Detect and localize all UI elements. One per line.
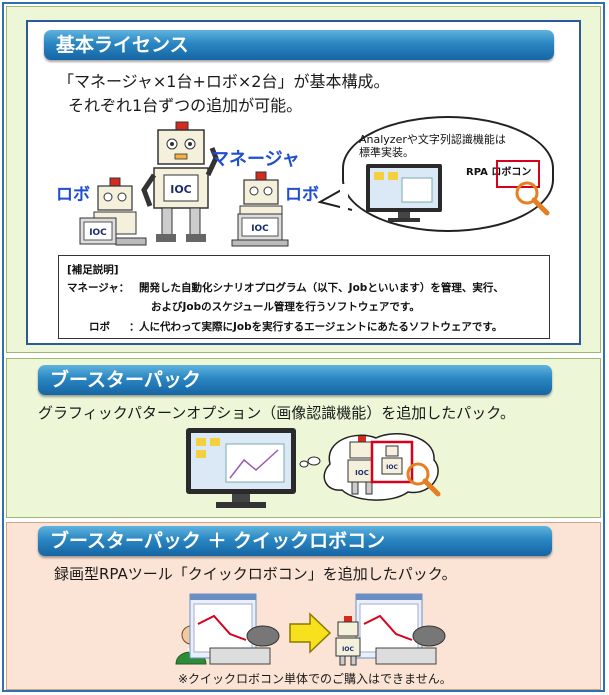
note-manager-term: マネージャ： (67, 282, 130, 294)
quick-robot-icon: IOC (335, 616, 361, 666)
app-window-left-icon (189, 593, 257, 659)
svg-text:IOC: IOC (89, 228, 107, 238)
keyboard-left-icon (209, 647, 271, 665)
booster-robot-icon: IOC (347, 436, 377, 495)
booster-magnifier-icon (406, 462, 441, 497)
keyboard-right-icon (375, 647, 437, 665)
booster-monitor-icon (186, 428, 296, 508)
rpa-robocon-label: RPA ロボコン (466, 167, 532, 178)
robo-label-right: ロボ (285, 185, 319, 205)
note-robo-term: ロボ (89, 321, 110, 333)
booster-quick-desc: 録画型RPAツール「クイックロボコン」を追加したパック。 (54, 565, 457, 583)
manager-label: マネージャ (211, 149, 300, 170)
basic-line-2: それぞれ1台ずつの追加が可能。 (68, 96, 303, 115)
svg-text:IOC: IOC (355, 469, 369, 477)
mouse-right-icon (412, 625, 446, 647)
booster-target-robot-icon: IOC (370, 440, 414, 484)
svg-text:IOC: IOC (251, 224, 269, 234)
supplementary-note: [補足説明] マネージャ： 開発した自動化シナリオプログラム（以下、Jobといい… (58, 255, 550, 339)
note-manager-desc-2: およびJobのスケジュール管理を行うソフトウェアです。 (151, 301, 420, 313)
note-robo-desc: 人に代わって実際にJobを実行するエージェントにあたるソフトウェアです。 (139, 321, 503, 333)
note-manager-desc-1: 開発した自動化シナリオプログラム（以下、Jobといいます）を管理、実行、 (139, 282, 504, 294)
svg-text:IOC: IOC (342, 646, 354, 653)
svg-text:IOC: IOC (170, 183, 192, 196)
app-window-right-icon (355, 593, 423, 659)
basic-line-1: 「マネージャ×1台+ロボ×2台」が基本構成。 (58, 72, 390, 91)
bubble-tail-cover (340, 184, 348, 210)
arrow-right-icon (289, 612, 332, 654)
purchase-footnote: ※クイックロボコン単体でのご購入はできません。 (178, 672, 452, 686)
monitor-icon (366, 164, 442, 222)
booster-pack-header: ブースターパック (38, 365, 552, 395)
magnifier-icon (515, 181, 550, 216)
bubble-line-1: Analyzerや文字列認識機能は (359, 133, 506, 146)
robo-left-icon: IOC (79, 177, 147, 246)
note-robo-sep: ： (129, 321, 140, 333)
note-title: [補足説明] (67, 264, 119, 276)
svg-text:IOC: IOC (386, 464, 398, 471)
mouse-left-icon (246, 625, 280, 647)
booster-quick-header: ブースターパック ＋ クイックロボコン (38, 526, 552, 556)
manager-robot-icon: IOC (141, 121, 219, 242)
basic-license-header: 基本ライセンス (44, 30, 554, 60)
robo-right-icon: IOC (231, 171, 289, 247)
booster-pack-desc: グラフィックパターンオプション（画像認識機能）を追加したパック。 (38, 404, 516, 422)
robo-label-left: ロボ (56, 185, 90, 205)
bubble-line-2: 標準実装。 (359, 146, 414, 159)
